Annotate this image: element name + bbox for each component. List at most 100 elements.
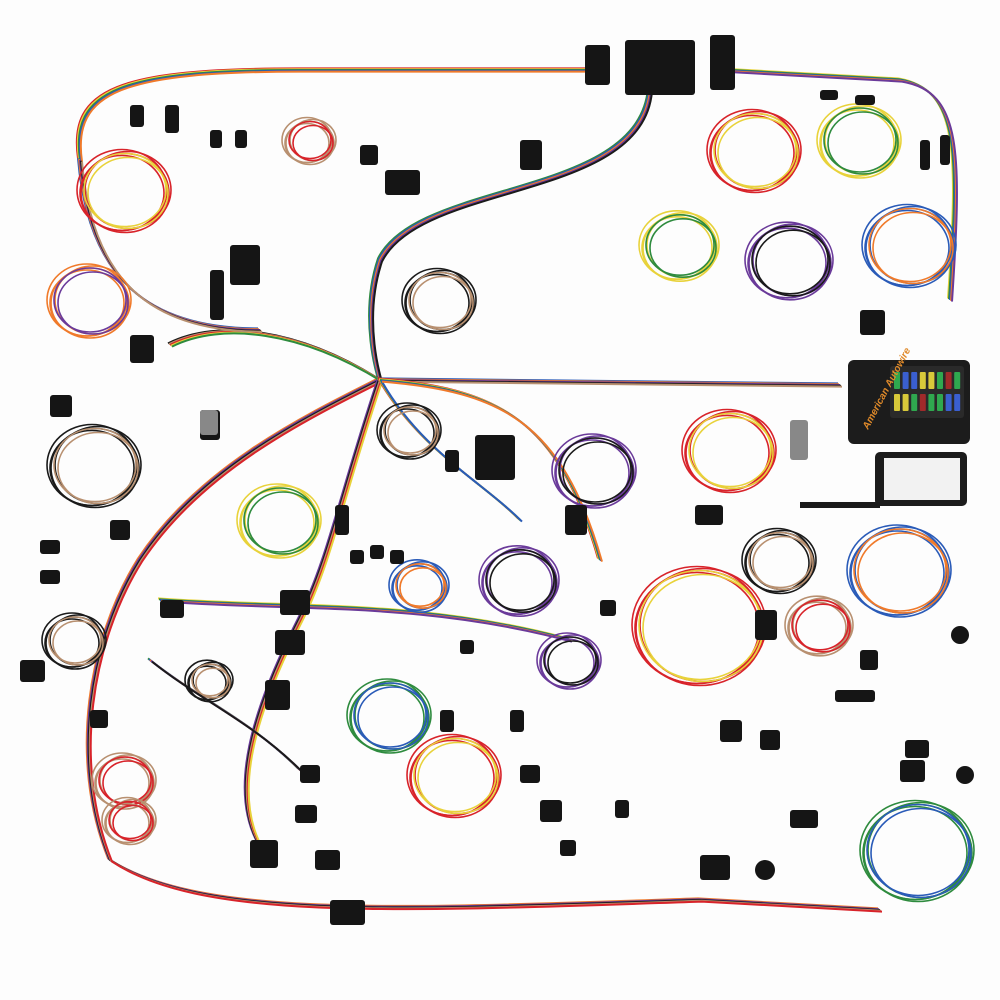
wire-coil [649, 218, 717, 279]
wire-coil [562, 441, 634, 505]
harness-wire [372, 91, 653, 382]
wire-coil [717, 116, 799, 190]
wire-coil [412, 275, 474, 331]
wire-coil [849, 530, 945, 616]
wire-coil [688, 412, 772, 488]
wire-coil [862, 805, 968, 901]
wire-coil [408, 271, 472, 329]
wire-coil [713, 112, 797, 188]
wire-coil [52, 620, 104, 666]
wire-coil [645, 214, 715, 277]
fuse [894, 394, 900, 411]
connector [625, 40, 695, 95]
wire-coil [98, 756, 152, 804]
connector [165, 105, 179, 133]
connector [315, 850, 340, 870]
harness-wire [170, 331, 382, 382]
connector [265, 680, 290, 710]
wire-coil [827, 111, 899, 175]
harness-wire [161, 600, 573, 643]
wire-coil [404, 273, 470, 333]
connector [370, 545, 384, 559]
harness-wire [171, 332, 383, 383]
wire-coil [872, 211, 954, 285]
fuse [928, 394, 935, 411]
connector [50, 395, 72, 417]
harness-wire [718, 68, 955, 300]
connector [855, 95, 875, 105]
fuse [937, 372, 943, 389]
connector [130, 105, 144, 127]
connector [440, 710, 454, 732]
harness-wire [719, 69, 956, 301]
wire-coils [41, 103, 975, 903]
wire-coil [543, 636, 597, 684]
connector [20, 660, 45, 682]
wire-coil [417, 741, 499, 815]
wire-coil [642, 573, 764, 683]
wire-coil [857, 532, 949, 614]
connector [130, 335, 154, 363]
connector [40, 570, 60, 584]
connector [330, 900, 365, 925]
connector [710, 35, 735, 90]
connector [385, 170, 420, 195]
wire-coil [57, 431, 139, 505]
harness-wire [247, 381, 383, 863]
gray-switch [200, 410, 218, 435]
connector [275, 630, 305, 655]
wire-coil [787, 601, 847, 655]
fuse [902, 394, 909, 411]
harness-wire [159, 599, 571, 641]
wire-coil [395, 562, 445, 607]
wire-coil [864, 209, 950, 287]
wire-coil [868, 207, 952, 283]
wire-coil [292, 124, 334, 162]
connector [900, 760, 925, 782]
wire-coil [353, 682, 427, 748]
connector [235, 130, 247, 148]
wire-coil [819, 109, 895, 177]
wire-coil [49, 429, 135, 507]
harness-wire [370, 89, 651, 381]
wire-coil [709, 114, 795, 192]
wire-coil [284, 122, 330, 164]
fuse-box: American Autowire [800, 346, 970, 508]
harness-wire [246, 380, 382, 862]
fuse [919, 394, 926, 411]
wire-coil [112, 804, 154, 842]
connector [295, 805, 317, 823]
fuse [911, 394, 918, 411]
fuse [902, 372, 909, 389]
connector [445, 450, 459, 472]
wire-coil [195, 667, 231, 699]
connector [790, 810, 818, 828]
wire-coil [485, 548, 555, 611]
connector [585, 45, 610, 85]
connector [600, 600, 616, 616]
wire-coil [791, 599, 849, 651]
wire-coil [94, 758, 150, 808]
wire-coil [752, 535, 814, 591]
wire-coil [349, 684, 425, 752]
connector [40, 540, 60, 554]
wire-coil [558, 437, 632, 503]
harness-wire [79, 70, 602, 162]
wire-coil [823, 107, 897, 173]
connector [300, 765, 320, 783]
grommet [755, 860, 775, 880]
wire-coil [187, 665, 227, 701]
wire-coil [641, 216, 713, 281]
main-harness-trunks [75, 67, 958, 913]
connector [695, 505, 723, 525]
harness-wire [371, 90, 652, 382]
connector [210, 130, 222, 148]
wire-coil [755, 229, 831, 297]
connectors [20, 35, 974, 925]
grommet [956, 766, 974, 784]
connector [905, 740, 929, 758]
connector [335, 505, 349, 535]
connector [835, 690, 875, 702]
